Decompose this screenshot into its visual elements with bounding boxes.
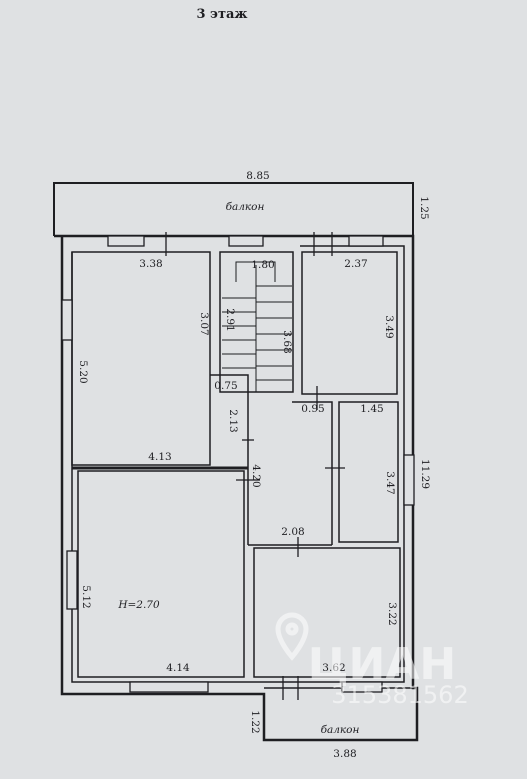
dim-room-d-length: 3.22 xyxy=(386,602,398,625)
ceiling-height: H=2.70 xyxy=(117,599,160,611)
dim-room-d-width: 3.62 xyxy=(322,662,345,674)
dim-total-length: 11.29 xyxy=(419,459,431,489)
bathroom xyxy=(338,401,399,543)
dim-hall-length-a: 2.13 xyxy=(227,409,239,432)
dim-stair-len-b: 3.68 xyxy=(281,330,293,353)
windows xyxy=(61,235,415,693)
dim-room-a-length: 5.20 xyxy=(77,360,89,383)
room-c xyxy=(77,470,245,678)
dim-room-c-width: 4.14 xyxy=(166,662,190,674)
window xyxy=(228,235,264,247)
dim-room-a-width: 3.38 xyxy=(139,258,162,270)
dim-stair-width: 1.80 xyxy=(251,259,274,271)
dim-hall-width: 2.08 xyxy=(281,526,304,538)
window xyxy=(107,235,145,247)
dim-room-a-bottom: 4.13 xyxy=(148,451,171,463)
dim-hall-step: 0.75 xyxy=(214,380,237,392)
room-b xyxy=(301,251,398,395)
dim-bath-length: 3.47 xyxy=(384,471,396,494)
hall-wall-left xyxy=(210,374,249,545)
location-pin-icon xyxy=(275,612,309,661)
watermark: ЦИАН 315381562 xyxy=(275,612,469,709)
stairs xyxy=(222,261,292,392)
walls xyxy=(53,182,419,742)
hall-wall-right xyxy=(292,401,333,545)
dim-stair-len-a: 2.91 xyxy=(224,308,236,331)
dim-balcony-bottom-width: 3.88 xyxy=(333,748,356,760)
outer-wall xyxy=(54,234,419,742)
dimension-labels: 8.85 балкон 1.25 3.38 1.80 2.37 3.07 2.9… xyxy=(77,170,431,760)
room-a xyxy=(71,251,211,466)
stair-outline xyxy=(235,261,276,282)
window xyxy=(129,681,209,693)
label-balcony-top: балкон xyxy=(226,201,265,213)
window xyxy=(341,681,383,693)
window xyxy=(61,299,73,341)
room-d xyxy=(253,547,401,678)
dim-room-b-width: 2.37 xyxy=(344,258,367,270)
window xyxy=(348,235,384,247)
dim-door-offset: 0.95 xyxy=(301,403,324,415)
floor-title: 3 этаж xyxy=(196,7,247,22)
label-balcony-bottom: балкон xyxy=(321,724,360,736)
dim-total-width: 8.85 xyxy=(246,170,269,182)
window xyxy=(66,550,78,610)
dim-hall-length-b: 4.20 xyxy=(250,464,262,487)
dim-balcony-bottom-depth: 1.22 xyxy=(249,710,261,733)
dim-balcony-top-depth: 1.25 xyxy=(418,196,430,219)
window xyxy=(403,454,415,506)
watermark-brand: ЦИАН xyxy=(308,639,457,690)
dim-room-b-length: 3.49 xyxy=(383,315,395,338)
watermark-id: 315381562 xyxy=(331,681,468,709)
balcony-top-outline xyxy=(53,182,414,236)
dim-bath-width: 1.45 xyxy=(360,403,383,415)
dim-room-a-small: 3.07 xyxy=(198,312,210,335)
doors xyxy=(165,232,345,700)
dim-room-c-length: 5.12 xyxy=(80,585,92,608)
